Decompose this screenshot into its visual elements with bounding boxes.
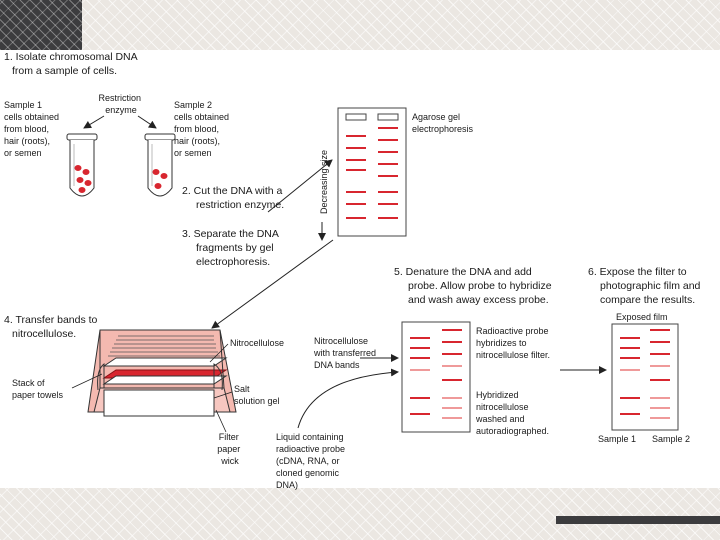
hybridized-label: Hybridized nitrocellulose washed and aut… <box>475 390 549 436</box>
probe-curved-arrow <box>297 368 399 429</box>
transfer-apparatus <box>87 329 237 417</box>
stack-pointer <box>71 373 103 389</box>
agarose-gel <box>337 107 407 237</box>
step4-text: 4. Transfer bands to nitrocellulose. <box>4 314 100 340</box>
step6-text: 6. Expose the filter to photographic fil… <box>588 266 703 306</box>
bottom-texture-band <box>0 488 720 540</box>
liquid-probe-label: Liquid containing radioactive probe (cDN… <box>276 432 348 490</box>
nitrocellulose-pointer <box>209 343 229 363</box>
step3-text: 3. Separate the DNA fragments by gel ele… <box>182 228 281 268</box>
step2-text: 2. Cut the DNA with a restriction enzyme… <box>182 185 285 211</box>
restriction-enzyme-label: Restriction enzyme <box>98 93 143 115</box>
filter-wick-label: Filter paper wick <box>217 432 243 466</box>
top-texture-band <box>0 0 720 50</box>
agarose-label: Agarose gel electrophoresis <box>412 112 474 134</box>
salt-pointer <box>213 391 233 399</box>
sample2-label: Sample 2 cells obtained from blood, hair… <box>174 100 232 158</box>
enzyme-arrow-right <box>137 115 157 129</box>
sample1-label: Sample 1 cells obtained from blood, hair… <box>4 100 62 158</box>
stack-label: Stack of paper towels <box>12 378 64 400</box>
transferred-label: Nitrocellulose with transferred DNA band… <box>313 336 379 370</box>
step5-text: 5. Denature the DNA and add probe. Allow… <box>394 266 555 306</box>
exposed-film <box>611 323 679 431</box>
test-tube-1 <box>66 133 98 197</box>
nitrocellulose-label: Nitrocellulose <box>230 338 284 348</box>
hybridized-filter <box>401 321 471 433</box>
salt-label: Salt solution gel <box>234 384 280 406</box>
film-sample1-label: Sample 1 <box>598 434 636 444</box>
decreasing-size-label: Decreasing size <box>319 150 329 214</box>
radioactive-label: Radioactive probe hybridizes to nitrocel… <box>476 326 551 360</box>
test-tube-2 <box>144 133 176 197</box>
filter-pointer <box>215 409 227 433</box>
arrow-to-transfer <box>211 239 334 329</box>
exposed-film-label: Exposed film <box>616 312 668 322</box>
bottom-accent-bar <box>556 516 720 524</box>
arrow-to-gel <box>267 159 333 213</box>
corner-accent-square <box>0 0 82 50</box>
step1-text: 1. Isolate chromosomal DNA from a sample… <box>4 51 140 77</box>
film-sample2-label: Sample 2 <box>652 434 690 444</box>
enzyme-arrow-left <box>83 115 105 129</box>
